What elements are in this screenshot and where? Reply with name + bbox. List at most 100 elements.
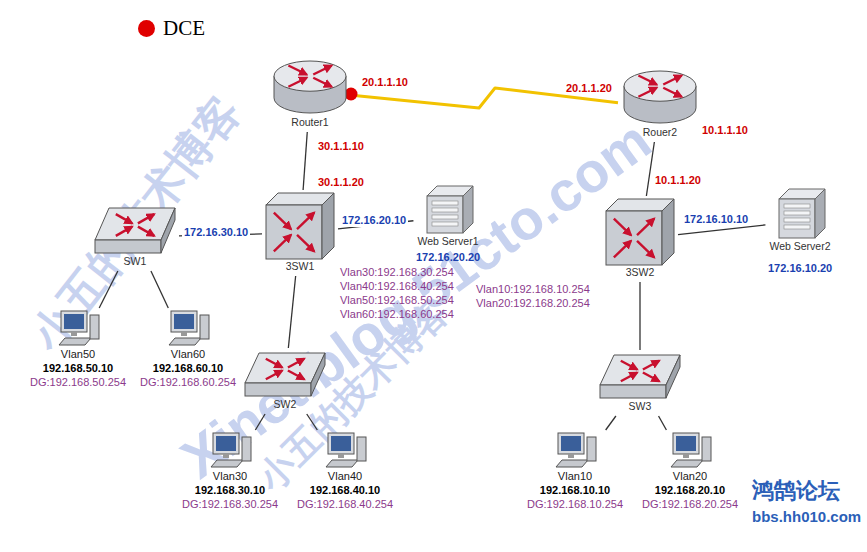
keyboard <box>169 338 201 345</box>
server-front <box>427 196 463 233</box>
device-node: SW1 <box>93 205 177 269</box>
switch-side <box>161 208 175 253</box>
interface-ip: 10.1.1.10 <box>702 124 748 137</box>
ethernet-link <box>307 414 318 430</box>
interface-ip: 30.1.1.10 <box>318 140 364 153</box>
interface-ip: 20.1.1.20 <box>566 82 612 95</box>
traffic-arrow <box>297 235 314 252</box>
pc-node: Vlan30192.168.30.10DG:192.168.30.254 <box>180 432 280 512</box>
default-gateway: DG:192.168.50.254 <box>30 375 126 389</box>
ip-address: 192.168.30.10 <box>195 483 265 497</box>
vlan-gateway: Vlan60:192.168.60.254 <box>340 308 454 321</box>
switch-front <box>95 240 161 253</box>
interface-ip: 172.16.10.10 <box>682 213 750 226</box>
switch-icon <box>600 353 680 399</box>
traffic-arrow <box>116 214 132 223</box>
ethernet-link <box>639 282 640 350</box>
switch-icon <box>245 351 325 397</box>
ethernet-link <box>659 416 667 430</box>
traffic-arrow <box>288 78 306 87</box>
interface-ip: 172.16.20.10 <box>340 214 408 227</box>
legend-item: DCE <box>138 16 205 41</box>
stand <box>568 454 574 458</box>
server-side <box>463 186 473 233</box>
default-gateway: DG:192.168.10.254 <box>527 497 623 511</box>
drive-slot <box>784 211 810 215</box>
keyboard <box>556 460 588 467</box>
monitor <box>673 433 699 454</box>
device-label: Vlan10 <box>558 469 592 483</box>
traffic-arrow <box>138 214 154 223</box>
link-group <box>99 88 765 430</box>
drive-slot <box>432 215 458 219</box>
switch-front <box>600 385 666 398</box>
traffic-arrow <box>638 76 656 85</box>
drive-slot <box>784 225 810 229</box>
device-label: Router1 <box>291 115 328 129</box>
pc-icon <box>322 433 368 469</box>
traffic-arrow <box>288 359 304 368</box>
traffic-arrow <box>643 361 659 370</box>
device-label: Vlan20 <box>673 469 707 483</box>
traffic-arrow <box>614 241 631 258</box>
traffic-arrow <box>313 66 331 75</box>
pc-tower <box>242 437 251 461</box>
server-icon <box>775 189 825 239</box>
keyboard <box>59 338 91 345</box>
default-gateway: DG:192.168.40.254 <box>297 497 393 511</box>
monitor <box>558 433 584 454</box>
traffic-arrow <box>621 373 637 382</box>
pc-icon <box>55 311 101 347</box>
ip-address: 192.168.50.10 <box>43 361 113 375</box>
ethernet-link <box>303 132 307 190</box>
traffic-arrow <box>138 227 154 236</box>
router-icon <box>622 69 698 125</box>
pc-icon <box>165 311 211 347</box>
screen <box>561 436 581 451</box>
vlan-gateway: Vlan20:192.168.20.254 <box>476 297 590 310</box>
traffic-arrow <box>638 88 656 97</box>
legend-text: DCE <box>163 16 205 41</box>
device-node: Web Server1 <box>415 185 480 249</box>
ethernet-link <box>288 276 295 348</box>
traffic-arrow <box>274 213 291 230</box>
switch-side <box>322 193 334 259</box>
switch-front <box>266 205 322 259</box>
interface-ip: 20.1.1.10 <box>362 76 408 89</box>
ip-address: 192.168.10.10 <box>540 483 610 497</box>
pc-tower <box>702 437 711 461</box>
switch-front <box>245 383 311 396</box>
legend-swatch <box>138 20 155 37</box>
stand <box>683 454 689 458</box>
interface-ip: 172.16.20.20 <box>416 251 480 264</box>
pc-node: Vlan20192.168.20.10DG:192.168.20.254 <box>640 432 740 512</box>
pc-node: Vlan50192.168.50.10DG:192.168.50.254 <box>28 310 128 390</box>
device-label: 3SW2 <box>626 265 655 279</box>
device-label: SW3 <box>629 399 652 413</box>
traffic-arrow <box>274 235 291 252</box>
drive-slot <box>784 204 810 208</box>
stand <box>181 332 187 336</box>
traffic-arrow <box>637 241 654 258</box>
pc-tower <box>200 315 209 339</box>
device-node: 3SW2 <box>604 198 676 280</box>
pc-tower <box>357 437 366 461</box>
ethernet-link <box>646 142 654 196</box>
switch-side <box>666 355 680 398</box>
monitor <box>171 311 197 332</box>
monitor <box>328 433 354 454</box>
keyboard <box>671 460 703 467</box>
traffic-arrow <box>663 88 681 97</box>
traffic-arrow <box>266 359 282 368</box>
device-label: Vlan30 <box>213 469 247 483</box>
pc-icon <box>667 433 713 469</box>
forum-mark: bbs.hh010.com <box>752 508 861 526</box>
ethernet-link <box>255 414 265 430</box>
server-front <box>779 199 815 238</box>
traffic-arrow <box>297 213 314 230</box>
device-node: Web Server2 <box>767 188 832 254</box>
device-node: Router1 <box>270 58 350 130</box>
screen <box>216 436 236 451</box>
monitor <box>213 433 239 454</box>
